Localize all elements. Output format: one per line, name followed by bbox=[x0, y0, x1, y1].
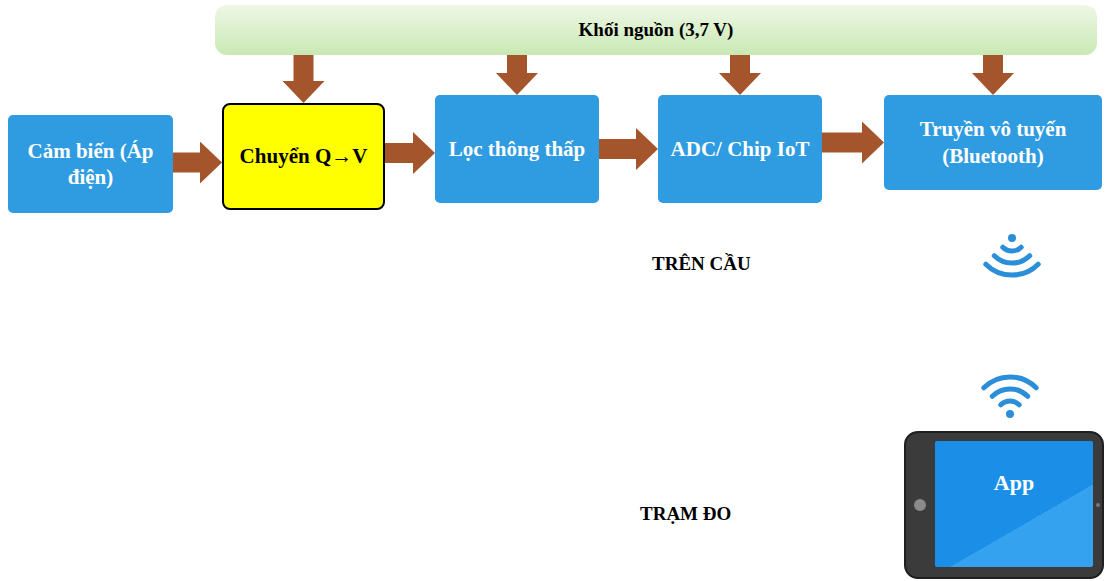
section-label: TRÊN CẦU bbox=[652, 253, 751, 275]
node-text: Chuyển Q→V bbox=[240, 143, 368, 169]
flow-arrow bbox=[385, 143, 414, 163]
wireless-arc bbox=[986, 264, 1038, 275]
flow-arrow bbox=[294, 55, 314, 82]
wireless-dot bbox=[1006, 410, 1014, 418]
wireless-icon bbox=[984, 377, 1036, 418]
power-band: Khối nguồn (3,7 V) bbox=[215, 5, 1097, 55]
wireless-arc bbox=[994, 256, 1029, 263]
flow-arrow bbox=[173, 153, 201, 173]
node-text: App bbox=[994, 469, 1034, 497]
node-text: ADC/ Chip IoT bbox=[671, 136, 810, 162]
node-text: Truyền vô tuyến (Bluetooth) bbox=[892, 116, 1094, 169]
tablet-button bbox=[914, 499, 926, 511]
node-text: Cảm biến (Áp điện) bbox=[16, 138, 165, 191]
flow-arrow bbox=[507, 55, 527, 74]
wireless-arc bbox=[984, 377, 1036, 388]
node-text: Khối nguồn (3,7 V) bbox=[579, 18, 734, 42]
section-label: TRẠM ĐO bbox=[640, 503, 731, 525]
tablet-body bbox=[905, 432, 1103, 578]
wireless-dot bbox=[1008, 234, 1016, 242]
wireless-arc bbox=[992, 389, 1027, 396]
process-box: ADC/ Chip IoT bbox=[658, 95, 822, 203]
tablet-camera bbox=[1096, 503, 1100, 507]
process-box: Chuyển Q→V bbox=[222, 103, 385, 210]
flow-arrow bbox=[730, 55, 750, 74]
flow-arrow bbox=[983, 55, 1003, 74]
process-box: Cảm biến (Áp điện) bbox=[8, 115, 173, 213]
app-screen: App bbox=[935, 441, 1093, 567]
wireless-arc bbox=[1001, 401, 1019, 405]
flow-arrow bbox=[599, 139, 637, 159]
wireless-icon bbox=[986, 234, 1038, 275]
wireless-arc bbox=[1003, 247, 1021, 251]
process-box: Lọc thông thấp bbox=[435, 95, 599, 203]
flow-arrow bbox=[822, 133, 863, 153]
node-text: Lọc thông thấp bbox=[449, 136, 586, 162]
process-box: Truyền vô tuyến (Bluetooth) bbox=[884, 95, 1102, 190]
